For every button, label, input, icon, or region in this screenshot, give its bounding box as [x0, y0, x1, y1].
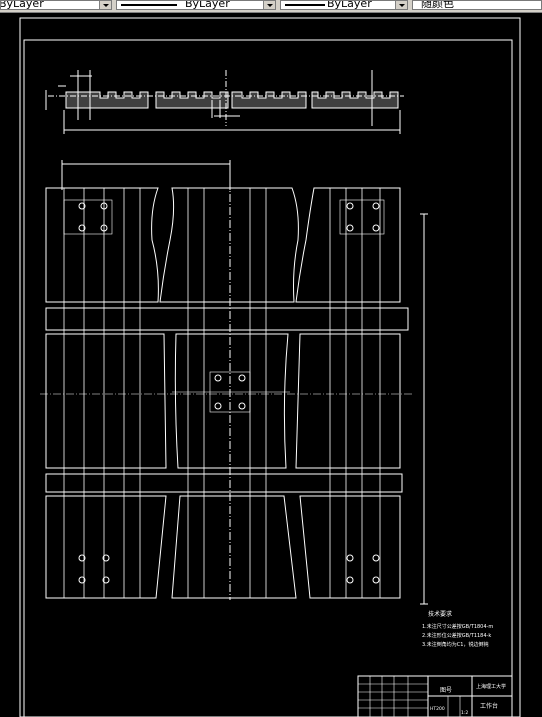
title-block-org: 上海理工大学	[476, 683, 506, 690]
layer-linetype-combo[interactable]: ByLayer	[0, 0, 112, 10]
notes-title: 技术要求	[428, 610, 452, 618]
chevron-down-icon[interactable]	[99, 1, 111, 9]
lineweight-combo[interactable]: ByLayer	[280, 0, 408, 10]
outer-border	[19, 17, 521, 717]
plotstyle-text: 随颜色	[421, 0, 454, 10]
title-block-material: HT200	[430, 706, 445, 712]
note-line-2: 2.未注形位公差按GB/T1184-k	[422, 632, 491, 639]
title-block-scale: 1:2	[461, 710, 468, 716]
inner-frame	[23, 39, 513, 717]
note-line-3: 3.未注倒角均为C1，锐边倒钝	[422, 641, 488, 648]
note-line-1: 1.未注尺寸公差按GB/T1804-m	[422, 623, 493, 630]
title-block-part-name: 工作台	[480, 702, 498, 710]
linetype-combo-text: ByLayer	[0, 0, 44, 10]
lineweight-text: ByLayer	[327, 0, 372, 10]
bolt-holes	[63, 199, 385, 584]
lineweight-swatch	[285, 4, 325, 6]
chevron-down-icon[interactable]	[395, 1, 407, 9]
linetype-combo[interactable]: ByLayer	[116, 0, 276, 10]
linetype-swatch	[121, 4, 177, 6]
title-block-school: 图号	[440, 687, 452, 694]
plotstyle-combo[interactable]: 随颜色	[412, 0, 542, 10]
plan-view	[40, 168, 412, 600]
drawing-canvas[interactable]: 技术要求 1.未注尺寸公差按GB/T1804-m 2.未注形位公差按GB/T11…	[0, 12, 542, 717]
linetype-text: ByLayer	[185, 0, 230, 10]
chevron-down-icon[interactable]	[263, 1, 275, 9]
cad-drawing: 技术要求 1.未注尺寸公差按GB/T1804-m 2.未注形位公差按GB/T11…	[19, 17, 521, 717]
section-view	[45, 70, 404, 134]
title-block	[357, 675, 513, 717]
